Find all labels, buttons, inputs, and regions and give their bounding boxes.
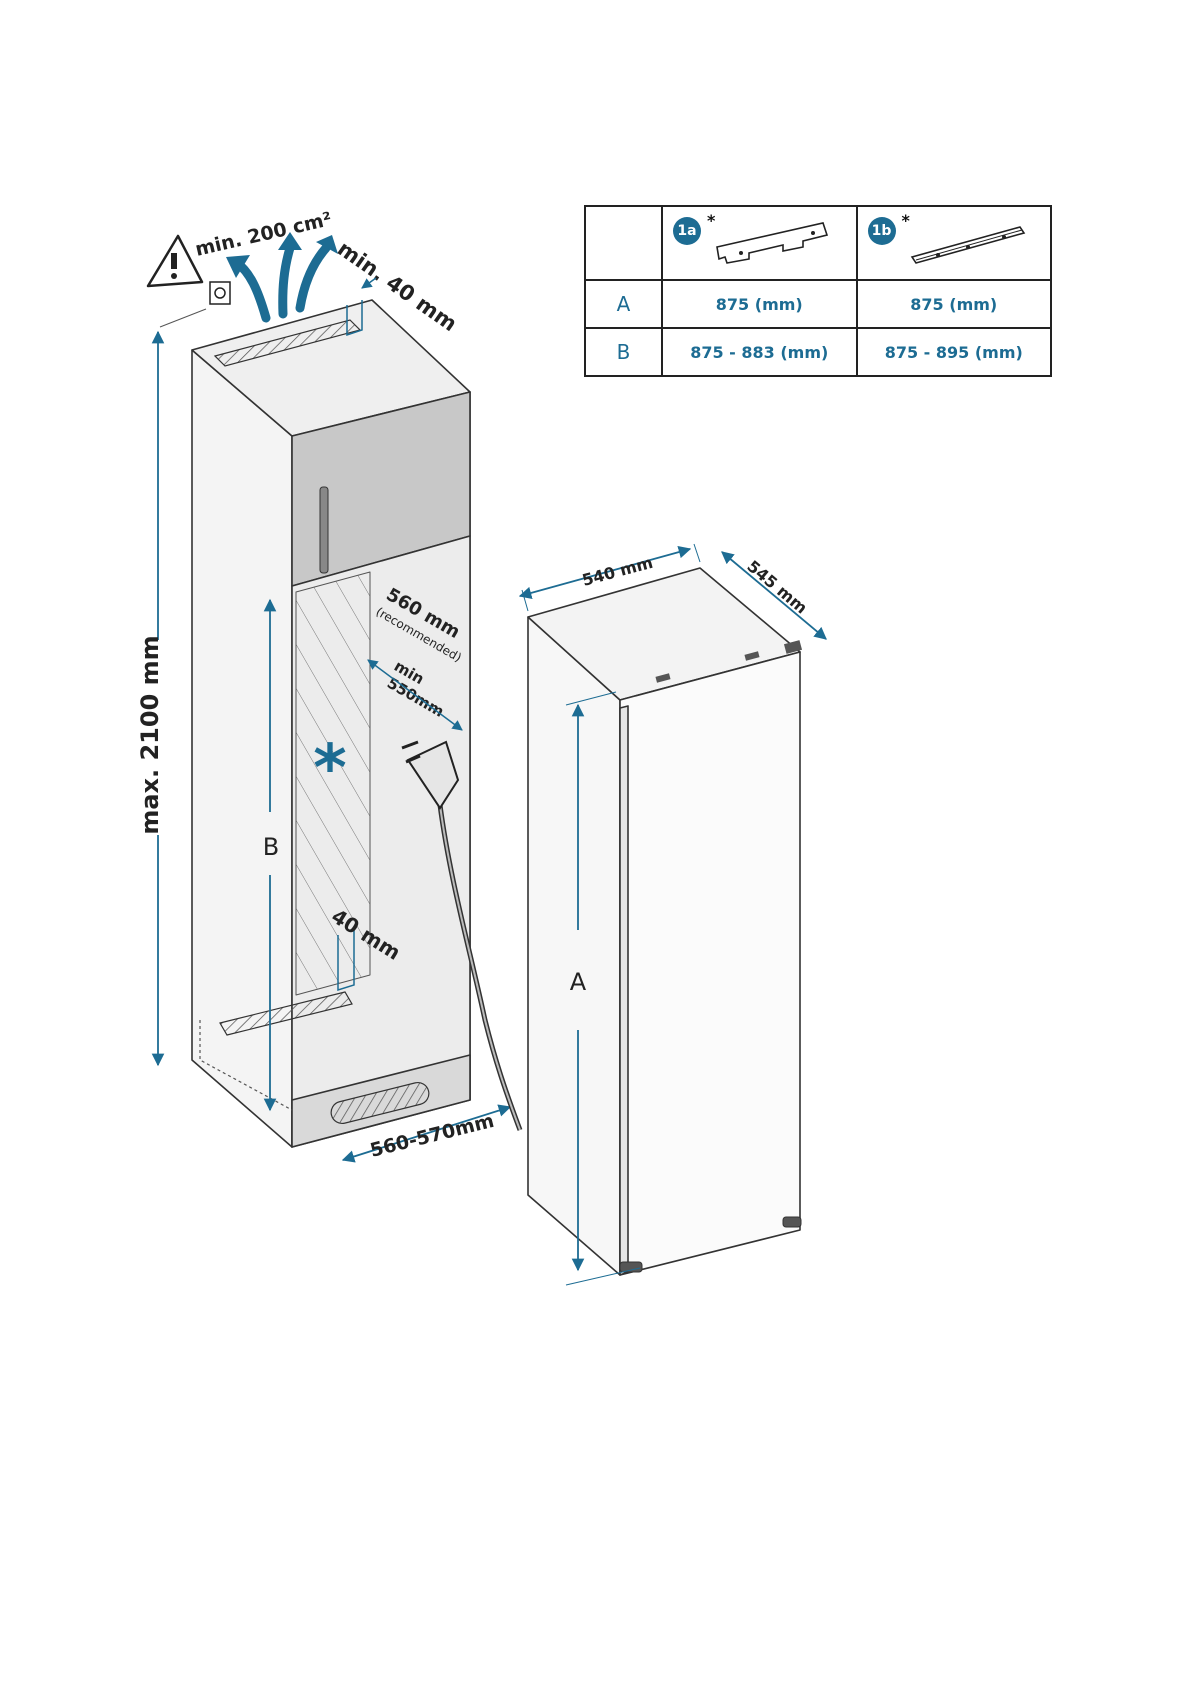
- appliance-door-edge: [620, 706, 628, 1275]
- appliance: [528, 568, 800, 1275]
- vent-leader-line: [160, 309, 206, 327]
- spec-table: 1a * 1b *: [584, 205, 1052, 377]
- cell-value: 875 - 883 (mm): [662, 328, 857, 376]
- max-height-label: max. 2100 mm: [136, 635, 164, 834]
- variant-badge: 1a: [673, 217, 701, 245]
- bracket-1b-icon: [908, 217, 1028, 269]
- vent-area-label: min. 200 cm²: [193, 208, 334, 261]
- dimension-a-label: A: [570, 968, 587, 996]
- ventilation-grille-icon: [210, 282, 230, 304]
- row-label: A: [585, 280, 662, 328]
- row-label: B: [585, 328, 662, 376]
- variant-1b-header: 1b *: [857, 206, 1052, 280]
- spec-table-header: 1a * 1b *: [585, 206, 1051, 280]
- appliance-depth-label: 545 mm: [743, 557, 811, 618]
- spec-table-row-b: B 875 - 883 (mm) 875 - 895 (mm): [585, 328, 1051, 376]
- variant-badge: 1b: [868, 217, 896, 245]
- airflow-arrow-icon: [236, 248, 326, 318]
- appliance-width-ext-right: [694, 544, 700, 562]
- dimension-a-ext-bottom: [566, 1268, 640, 1285]
- dimension-b-label: B: [263, 833, 279, 861]
- asterisk-icon: *: [313, 732, 346, 806]
- cell-value: 875 - 895 (mm): [857, 328, 1052, 376]
- cell-value: 875 (mm): [857, 280, 1052, 328]
- cell-value: 875 (mm): [662, 280, 857, 328]
- spec-table-corner: [585, 206, 662, 280]
- appliance-door: [620, 652, 800, 1275]
- cabinet-door-handle: [320, 487, 328, 573]
- appliance-side: [528, 617, 620, 1275]
- bracket-1a-icon: [713, 217, 833, 269]
- spec-table-row-a: A 875 (mm) 875 (mm): [585, 280, 1051, 328]
- variant-1a-header: 1a *: [662, 206, 857, 280]
